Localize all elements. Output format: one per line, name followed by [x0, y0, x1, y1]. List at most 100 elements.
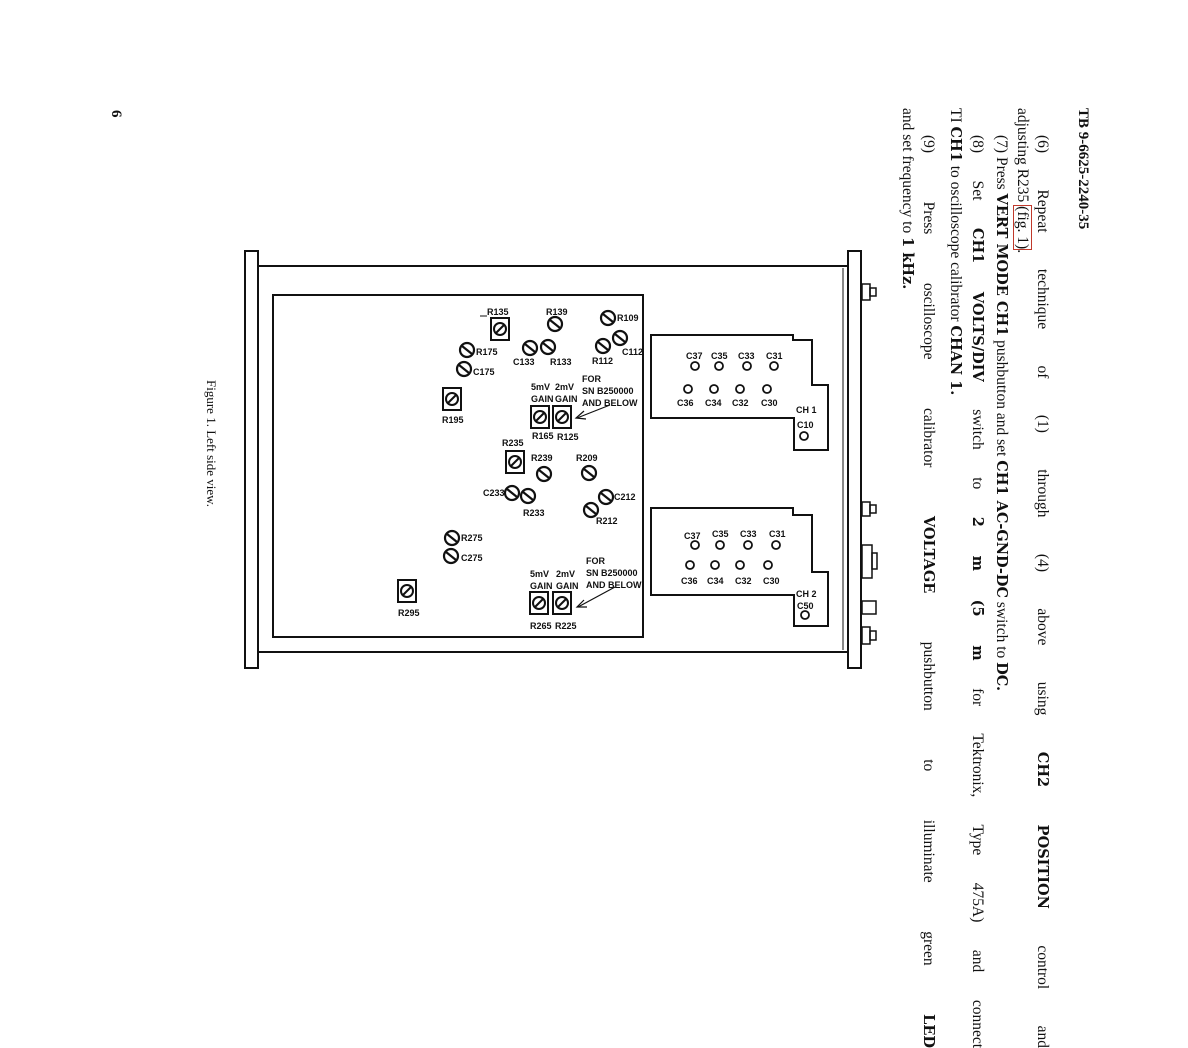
- trimmer-screw-icon: [555, 410, 569, 424]
- left-panel-bar: [244, 250, 259, 669]
- adjuster-icon: [535, 465, 553, 483]
- step-9-line-2: and set frequency to 1 kHz.: [896, 108, 918, 1048]
- adjuster-icon: [611, 329, 629, 347]
- adjuster-icon: [599, 309, 617, 327]
- adjuster-slot: [538, 469, 550, 479]
- page-number: 6: [108, 110, 124, 118]
- component-label: C275: [461, 553, 483, 563]
- text: for Tektronix, Type 475A) and connect: [969, 660, 986, 1048]
- capacitor-hole-icon: [742, 361, 752, 371]
- component-label: C34: [707, 576, 724, 586]
- capacitor-hole-icon: [769, 361, 779, 371]
- adjuster-icon: [442, 547, 460, 565]
- control-name: CH1 VOLTS/DIV: [969, 227, 986, 382]
- component-label: R225: [555, 621, 577, 631]
- trimmer-screw-icon: [555, 596, 569, 610]
- adjuster-slot: [597, 341, 609, 351]
- adjuster-slot: [524, 343, 536, 353]
- adjuster-slot: [506, 488, 518, 498]
- capacitor-hole-icon: [762, 384, 772, 394]
- component-label: C36: [677, 398, 694, 408]
- adjuster-slot: [583, 468, 595, 478]
- component-label: GAIN: [531, 394, 554, 404]
- text: to oscilloscope calibrator: [947, 161, 964, 326]
- step-8-line-1: (8) Set CH1 VOLTS/DIV switch to 2 m (5 m…: [966, 108, 988, 1048]
- trimmer-box: [505, 450, 525, 474]
- arrow-ch2-note: [575, 586, 616, 608]
- adjuster-icon: [521, 339, 539, 357]
- component-label: R175: [476, 347, 498, 357]
- capacitor-hole-icon: [743, 540, 753, 550]
- step-8-line-2: TI CH1 to oscilloscope calibrator CHAN 1…: [944, 108, 966, 1048]
- trimmer-slot: [534, 598, 544, 608]
- trimmer-box: [490, 317, 510, 341]
- trimmer-box: [529, 591, 549, 615]
- component-label: SN B250000: [586, 568, 638, 578]
- setting: 1 kHz.: [899, 237, 916, 290]
- adjuster-icon: [443, 529, 461, 547]
- figure-reference-link[interactable]: (fig. 1): [1013, 203, 1032, 252]
- component-label: R135: [487, 307, 509, 317]
- trimmer-box: [552, 405, 572, 429]
- component-label: C33: [740, 529, 757, 539]
- component-label: C32: [732, 398, 749, 408]
- trimmer-box: [442, 387, 462, 411]
- control-name: CH2 POSITION: [1034, 751, 1051, 909]
- component-label: AND BELOW: [582, 398, 638, 408]
- component-label: C31: [769, 529, 786, 539]
- capacitor-hole-icon: [735, 384, 745, 394]
- component-label: C32: [735, 576, 752, 586]
- text: (7) Press: [993, 135, 1010, 194]
- trimmer-slot: [535, 412, 545, 422]
- adjuster-slot: [446, 533, 458, 543]
- text: adjusting R235: [1014, 108, 1031, 207]
- setting: 2 m (5 m: [969, 516, 986, 661]
- component-label: C37: [684, 531, 701, 541]
- adjuster-slot: [461, 345, 473, 355]
- trimmer-screw-icon: [400, 584, 414, 598]
- capacitor-hole-icon: [683, 384, 693, 394]
- adjuster-slot: [542, 342, 554, 352]
- trimmer-box: [530, 405, 550, 429]
- component-label: C33: [738, 351, 755, 361]
- component-label: R239: [531, 453, 553, 463]
- adjuster-slot: [600, 492, 612, 502]
- text: TI: [947, 108, 964, 127]
- trimmer-slot: [402, 586, 412, 596]
- capacitor-hole-icon: [714, 361, 724, 371]
- setting: DC.: [993, 662, 1010, 692]
- component-label: R125: [557, 432, 579, 442]
- component-label: R133: [550, 357, 572, 367]
- text: and set frequency to: [899, 108, 916, 238]
- component-label: R165: [532, 431, 554, 441]
- component-label: C133: [513, 357, 535, 367]
- right-panel-bar: [847, 250, 862, 669]
- adjuster-slot: [458, 364, 470, 374]
- component-label: R112: [592, 356, 613, 366]
- adjuster-icon: [503, 484, 521, 502]
- text: (9) Press oscilloscope calibrator: [920, 135, 937, 516]
- component-label: C35: [711, 351, 728, 361]
- step-6-line-1: (6) Repeat technique of (1) through (4) …: [1031, 108, 1053, 1048]
- component-label: R265: [530, 621, 552, 631]
- trimmer-screw-icon: [532, 596, 546, 610]
- component-label: C30: [763, 576, 780, 586]
- component-label: R195: [442, 415, 464, 425]
- text: (8) Set: [969, 135, 986, 228]
- component-label: R139: [546, 307, 568, 317]
- adjuster-slot: [614, 333, 626, 343]
- component-label: C31: [766, 351, 783, 361]
- capacitor-hole-icon: [763, 560, 773, 570]
- control-name: VERT MODE CH1: [993, 193, 1010, 337]
- adjuster-icon: [582, 501, 600, 519]
- adjuster-icon: [539, 338, 557, 356]
- component-label: C36: [681, 576, 698, 586]
- component-label: GAIN: [530, 581, 553, 591]
- component-label: C212: [614, 492, 636, 502]
- arrow-ch1-note: [574, 404, 611, 420]
- trimmer-box: [552, 591, 572, 615]
- component-label: 5mV: [531, 382, 550, 392]
- text: control and: [1034, 908, 1051, 1048]
- capacitor-hole-icon: [709, 384, 719, 394]
